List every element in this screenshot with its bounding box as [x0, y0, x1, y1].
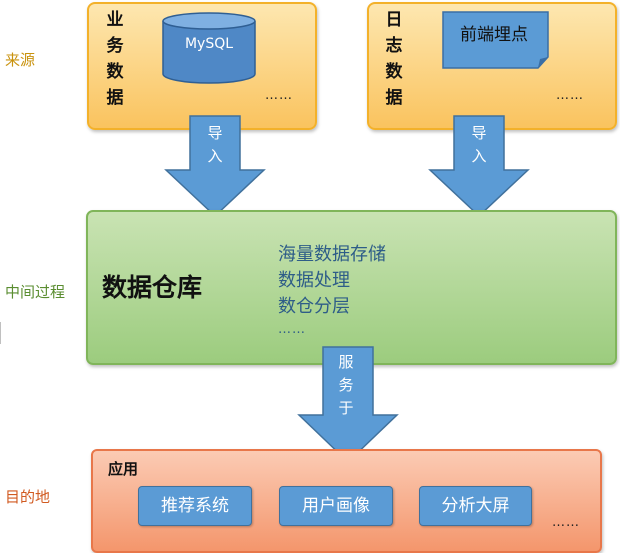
warehouse-item-processing: 数据处理 [278, 270, 350, 291]
data-warehouse-box [86, 210, 617, 365]
application-ellipsis: …… [552, 515, 580, 530]
app-recommendation-system: 推荐系统 [138, 486, 252, 526]
stage-label-source: 来源 [5, 51, 36, 69]
import-arrow-right [428, 115, 530, 218]
application-title: 应用 [108, 460, 139, 478]
warehouse-item-layering: 数仓分层 [278, 296, 350, 317]
business-ellipsis: …… [265, 88, 293, 103]
data-warehouse-title: 数据仓库 [102, 273, 203, 302]
log-data-title: 日 志 数 据 [385, 10, 403, 108]
stage-label-middle: 中间过程 [5, 283, 66, 301]
business-data-title: 业 务 数 据 [106, 10, 124, 108]
warehouse-ellipsis: …… [278, 322, 306, 337]
import-arrow-left-label: 导 入 [207, 124, 223, 165]
frontend-tracking-label: 前端埋点 [460, 25, 528, 45]
frontend-tracking-doc-icon [442, 11, 549, 69]
mysql-database-icon [162, 12, 256, 84]
serve-arrow-label: 服 务 于 [338, 353, 354, 417]
import-arrow-left [164, 115, 266, 218]
mysql-label: MySQL [184, 36, 234, 52]
import-arrow-right-label: 导 入 [471, 124, 487, 165]
serve-arrow [297, 346, 399, 464]
stage-label-target: 目的地 [5, 488, 51, 506]
app-analytics-dashboard: 分析大屏 [419, 486, 532, 526]
app-user-profile: 用户画像 [279, 486, 393, 526]
log-ellipsis: …… [556, 88, 584, 103]
warehouse-item-storage: 海量数据存储 [278, 244, 386, 265]
divider-tick [0, 322, 1, 344]
